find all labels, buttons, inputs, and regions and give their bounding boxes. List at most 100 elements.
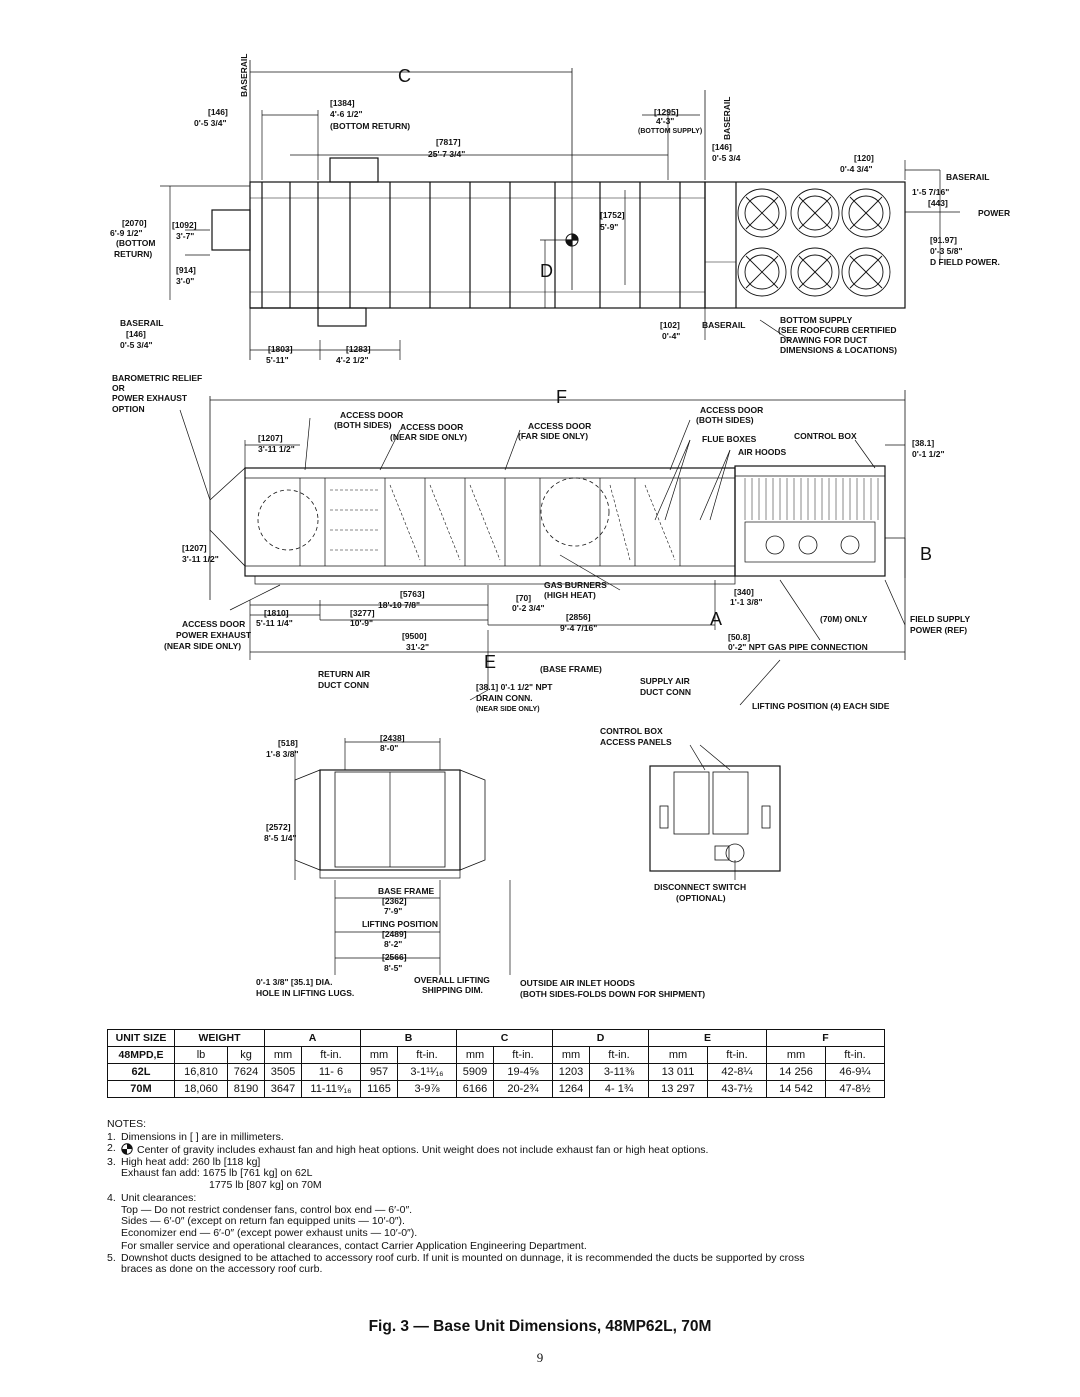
cell-unit: 62L	[107, 1063, 175, 1081]
cell-f-mm: 14 542	[766, 1080, 826, 1098]
annot-dim: 3'-0"	[176, 276, 194, 286]
annot-dim: 0'-3 5/8"	[930, 246, 963, 256]
unit-ftin: ft-in.	[589, 1046, 649, 1064]
table-header-row: UNIT SIZE WEIGHT A B C D E F	[107, 1029, 885, 1047]
note-4: 4. Unit clearances:	[107, 1192, 807, 1205]
annot-dim: [2070]	[122, 218, 147, 228]
annot-dim: 25'-7 3/4"	[428, 149, 465, 159]
note-number: 5.	[107, 1251, 116, 1264]
annot-baserail: BASERAIL	[239, 54, 249, 97]
unit-ftin: ft-in.	[301, 1046, 361, 1064]
annot-dim: 0'-1 1/2"	[912, 449, 945, 459]
dim-letter-e: E	[484, 652, 496, 672]
annot-dim: 0'-5 3/4"	[120, 340, 153, 350]
note-3: 3. High heat add: 260 lb [118 kg]	[107, 1155, 807, 1169]
notes-section: NOTES: 1. Dimensions in [ ] are in milli…	[107, 1118, 807, 1276]
annot-overall-lifting: OVERALL LIFTING	[414, 975, 490, 985]
annot-dim: D FIELD POWER.	[930, 257, 1000, 267]
unit-ftin: ft-in.	[825, 1046, 885, 1064]
note-4-line-d: For smaller service and operational clea…	[121, 1240, 587, 1252]
unit-mm: mm	[648, 1046, 708, 1064]
header-unit-size: UNIT SIZE	[107, 1029, 175, 1047]
cell-c-ft: 20-2¾	[493, 1080, 553, 1098]
annot-access-door: ACCESS DOOR	[528, 421, 591, 431]
annot-dim: 0'-5 3/4	[712, 153, 741, 163]
annot-dim: [2362]	[382, 896, 407, 906]
cell-unit: 70M	[107, 1080, 175, 1098]
cell-a-mm: 3647	[264, 1080, 302, 1098]
cell-a-mm: 3505	[264, 1063, 302, 1081]
annot-dim: [1207]	[182, 543, 207, 553]
cell-a-ft: 11- 6	[301, 1063, 361, 1081]
annot-access-door: (NEAR SIDE ONLY)	[390, 432, 467, 442]
annot-supply-air: DUCT CONN	[640, 687, 691, 697]
cell-d-ft: 3-11⅜	[589, 1063, 649, 1081]
annot-bottom-supply: DRAWING FOR DUCT	[780, 335, 868, 345]
table-units-row: 48MPD,E lb kg mm ft-in. mm ft-in. mm ft-…	[107, 1046, 885, 1064]
annot-baserail: BASERAIL	[946, 172, 989, 182]
annot-barometric: OPTION	[112, 404, 145, 414]
annot-baserail: BASERAIL	[722, 97, 732, 140]
cell-c-ft: 19-4⅝	[493, 1063, 553, 1081]
annot-drain: DRAIN CONN.	[476, 693, 533, 703]
notes-header: NOTES:	[107, 1118, 147, 1130]
annot-power: POWER	[978, 208, 1010, 218]
note-4-line-b: Sides — 6′-0″ (except on return fan equi…	[121, 1215, 405, 1227]
note-text: High heat add: 260 lb [118 kg]	[121, 1155, 261, 1168]
note-number: 4.	[107, 1192, 116, 1204]
annot-dim: 4'-3"	[656, 116, 674, 126]
annot-dim: 0'-5 3/4"	[194, 118, 227, 128]
annot-return-air: RETURN AIR	[318, 669, 370, 679]
cell-b-mm: 957	[360, 1063, 398, 1081]
annot-dim: [146]	[208, 107, 228, 117]
annot-dim: 5'-9"	[600, 222, 618, 232]
cell-e-ft: 42-8¼	[707, 1063, 767, 1081]
annot-lifting-position: LIFTING POSITION (4) EACH SIDE	[752, 701, 890, 711]
annot-dim: [38.1]	[912, 438, 934, 448]
annot-dim: 10'-9"	[350, 618, 373, 628]
annot-dim: [91.97]	[930, 235, 957, 245]
cell-b-mm: 1165	[360, 1080, 398, 1098]
annot-dim: 5'-11 1/4"	[256, 618, 293, 628]
annot-dim: [1752]	[600, 210, 625, 220]
annot-outside-air: (BOTH SIDES-FOLDS DOWN FOR SHIPMENT)	[520, 989, 705, 999]
unit-dimension-drawing: C D F E A B BASERAIL BASERAIL [146] 0'-5…	[110, 54, 1010, 999]
annot-supply-air: SUPPLY AIR	[640, 676, 690, 686]
annot-bottom-supply: BOTTOM SUPPLY	[780, 315, 853, 325]
annot-barometric: OR	[112, 383, 125, 393]
cell-kg: 7624	[227, 1063, 265, 1081]
cell-d-ft: 4- 1¾	[589, 1080, 649, 1098]
annot-dim: [1295]	[654, 107, 679, 117]
annot-dim: (BOTTOM	[116, 238, 156, 248]
cell-f-mm: 14 256	[766, 1063, 826, 1081]
dimension-letters: C D F E A B	[398, 66, 932, 672]
header-f: F	[766, 1029, 885, 1047]
unit-mm: mm	[456, 1046, 494, 1064]
annot-dim: [2566]	[382, 952, 407, 962]
annot-dim: [443]	[928, 198, 948, 208]
annot-lifting-position: LIFTING POSITION	[362, 919, 438, 929]
annot-access-door: (BOTH SIDES)	[696, 415, 754, 425]
annot-dim: 8'-2"	[384, 939, 402, 949]
cell-f-ft: 47-8½	[825, 1080, 885, 1098]
annot-drain: [38.1] 0'-1 1/2" NPT	[476, 682, 553, 692]
annot-dim: [2438]	[380, 733, 405, 743]
note-4-line-a: Top — Do not restrict condenser fans, co…	[121, 1203, 413, 1216]
header-weight: WEIGHT	[174, 1029, 265, 1047]
unit-mm: mm	[264, 1046, 302, 1064]
annot-barometric: BAROMETRIC RELIEF	[112, 373, 202, 383]
cell-lb: 18,060	[174, 1080, 228, 1098]
annot-control-box-panels: ACCESS PANELS	[600, 737, 672, 747]
annot-dim: [1803]	[268, 344, 293, 354]
header-c: C	[456, 1029, 553, 1047]
drawing-annotations: BASERAIL BASERAIL [146] 0'-5 3/4" [1384]…	[110, 54, 1010, 999]
annot-dim: (BOTTOM RETURN)	[330, 121, 410, 131]
unit-ftin: ft-in.	[707, 1046, 767, 1064]
annot-dim: [9500]	[402, 631, 427, 641]
unit-ftin: ft-in.	[493, 1046, 553, 1064]
header-b: B	[360, 1029, 457, 1047]
annot-flue: FLUE BOXES	[702, 434, 757, 444]
annot-dim: 8'-0"	[380, 743, 398, 753]
cell-e-mm: 13 011	[648, 1063, 708, 1081]
annot-dim: [2572]	[266, 822, 291, 832]
